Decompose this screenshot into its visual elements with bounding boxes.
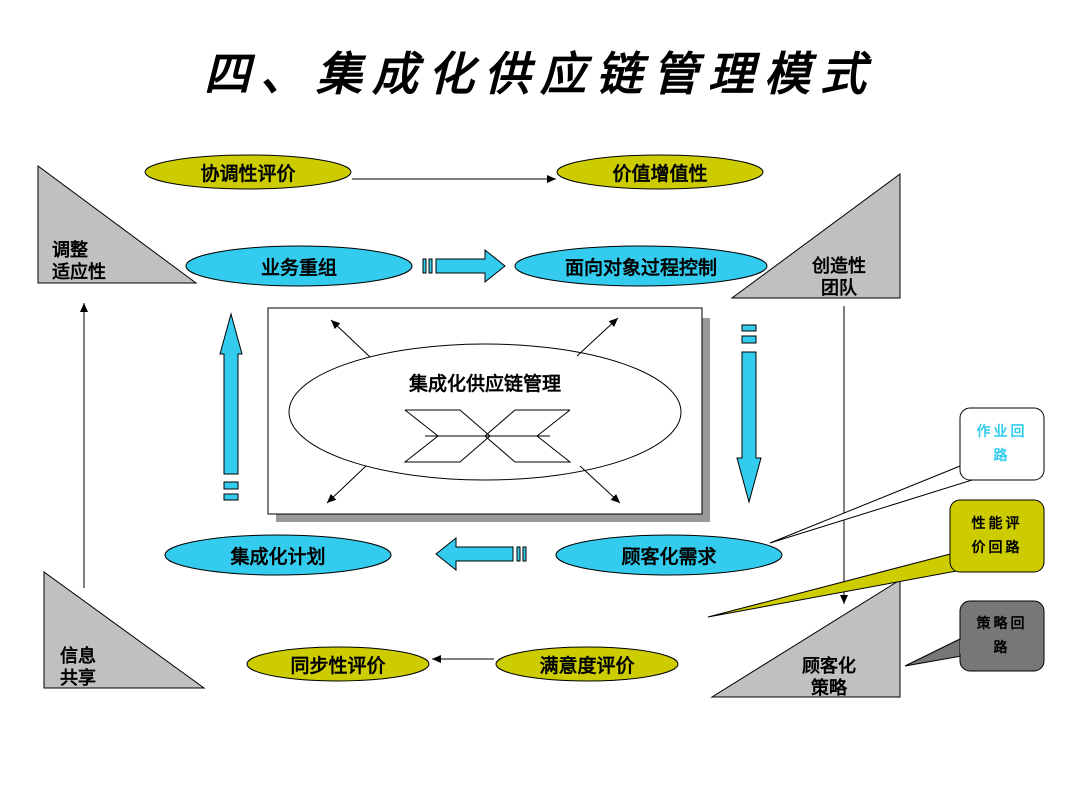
ellipse-value <box>556 154 764 190</box>
callout-operation-loop <box>769 407 1045 544</box>
callout-operation-line1: 作业回 <box>976 424 1028 440</box>
corner-info-label: 信息 共享 <box>60 646 96 690</box>
callout-operation-text: 作业回 路 <box>962 420 1042 468</box>
corner-creative-line1: 创造性 <box>812 256 866 277</box>
label-sync-eval: 同步性评价 <box>290 654 386 677</box>
ellipse-integrated-plan <box>164 534 392 576</box>
callout-performance-line1: 性能评 <box>971 516 1023 532</box>
callout-strategy-line1: 策略回 <box>976 616 1028 632</box>
corner-info-line2: 共享 <box>60 668 96 689</box>
corner-strategy-label: 顾客化 策略 <box>802 656 856 700</box>
callout-performance-line2: 价回路 <box>971 540 1023 556</box>
label-integrated-plan: 集成化计划 <box>230 545 326 568</box>
corner-adjust-label: 调整 适应性 <box>52 240 106 284</box>
corner-adjust-line2: 适应性 <box>52 262 106 283</box>
corner-strategy-line2: 策略 <box>811 678 847 699</box>
center-x-symbol <box>403 409 572 463</box>
triangle-info <box>43 571 206 689</box>
callout-operation-line2: 路 <box>993 448 1011 464</box>
corner-info-line1: 信息 <box>60 646 96 667</box>
label-satisfaction-eval: 满意度评价 <box>539 654 635 677</box>
arrow-center-upright <box>576 317 619 357</box>
triangle-strategy <box>710 579 901 698</box>
callout-performance-text: 性能评 价回路 <box>952 512 1042 560</box>
corner-strategy-line1: 顾客化 <box>802 656 856 677</box>
corner-creative-line2: 团队 <box>821 278 857 299</box>
ellipse-customized <box>555 534 783 576</box>
block-arrow-left <box>435 536 527 572</box>
callout-performance-loop <box>707 499 1045 618</box>
arrow-center-upleft <box>330 319 371 358</box>
ellipse-object-process <box>514 245 768 287</box>
label-business-reorg: 业务重组 <box>260 256 337 279</box>
corner-adjust-line1: 调整 <box>52 240 88 261</box>
ellipse-sync <box>246 646 430 682</box>
corner-creative-label: 创造性 团队 <box>812 256 866 300</box>
label-customized-demand: 顾客化需求 <box>621 545 717 568</box>
arrow-center-downright <box>579 465 621 504</box>
ellipse-satisfaction <box>495 646 679 682</box>
triangle-creative <box>730 173 901 299</box>
page-title: 四、集成化供应链管理模式 <box>204 47 876 101</box>
ellipse-coordination <box>144 154 352 190</box>
center-ellipse <box>288 343 682 481</box>
arrow-center-downleft <box>326 465 367 504</box>
block-arrow-down <box>736 324 762 504</box>
callout-strategy-line2: 路 <box>993 640 1011 656</box>
label-object-process-control: 面向对象过程控制 <box>564 256 717 279</box>
label-value-added: 价值增值性 <box>612 162 708 185</box>
block-arrow-right <box>422 248 506 284</box>
label-coordination-eval: 协调性评价 <box>200 162 296 185</box>
callout-strategy-loop <box>904 600 1045 672</box>
center-label: 集成化供应链管理 <box>408 372 561 395</box>
block-arrow-up <box>219 312 243 501</box>
callout-strategy-text: 策略回 路 <box>962 612 1042 660</box>
ellipse-business <box>185 245 413 287</box>
triangle-adjust <box>37 165 198 284</box>
